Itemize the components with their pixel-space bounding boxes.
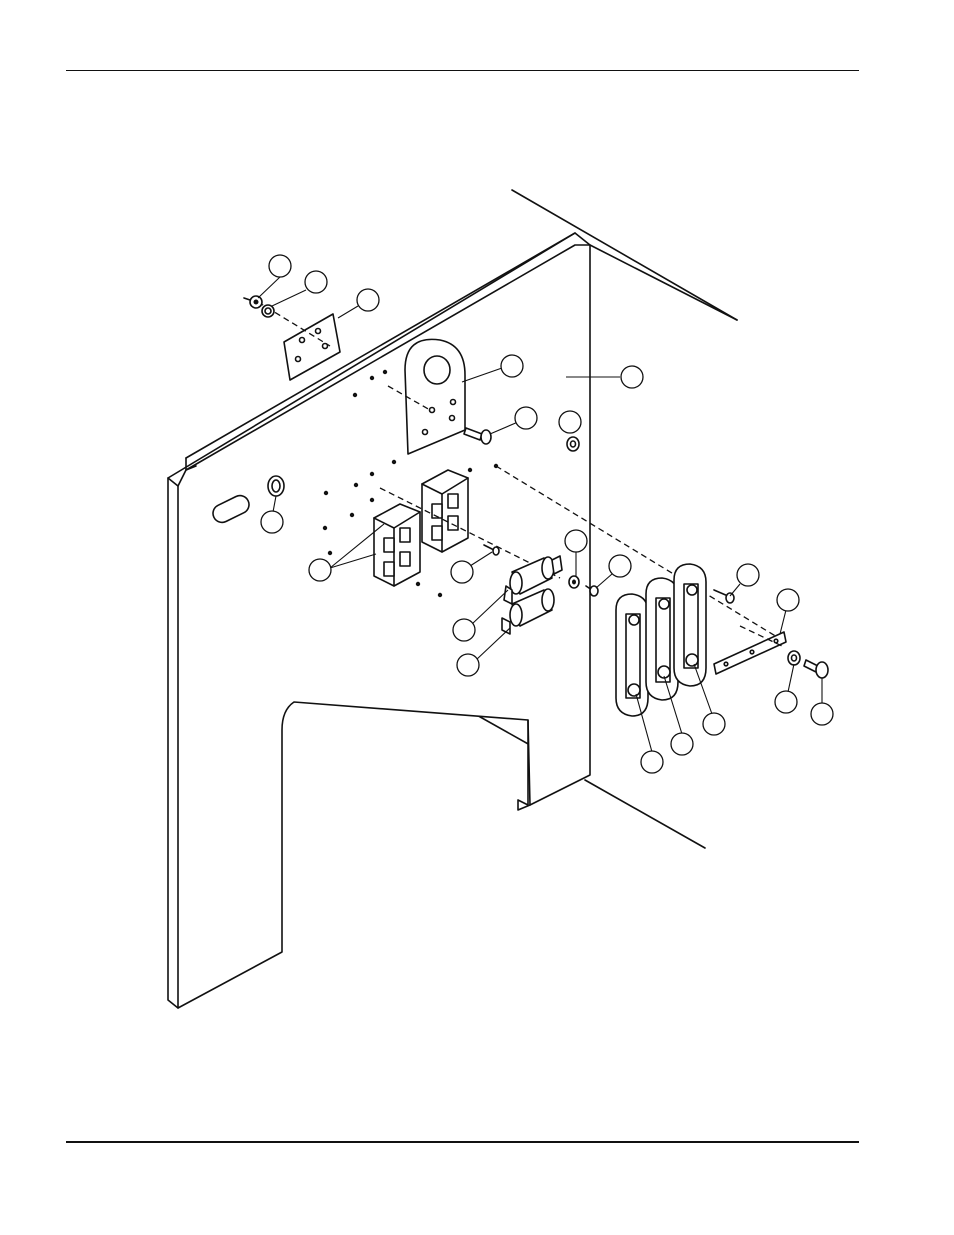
- assembly-line-rail: [495, 465, 783, 641]
- callouts: [257, 254, 834, 774]
- fuse-lower: [501, 588, 555, 635]
- frame-edge-upper-inner: [589, 244, 738, 321]
- callout-terminal-bar: [356, 288, 380, 312]
- stud: [243, 297, 251, 301]
- bus-bar: [713, 631, 787, 675]
- callout-bus-bar-bolt: [810, 702, 834, 726]
- frame-edge-lower: [584, 779, 706, 849]
- header-rule: [66, 70, 859, 71]
- holder-screw: [713, 589, 735, 604]
- callout-grommet: [260, 510, 284, 534]
- callout-fuse-lower: [456, 653, 480, 677]
- bus-bar-washer: [787, 650, 801, 666]
- callout-lock-washer: [304, 270, 328, 294]
- washer-right: [566, 436, 580, 452]
- callout-fuse-holder-right: [702, 712, 726, 736]
- callout-fuse-holder-middle: [670, 732, 694, 756]
- lock-washer: [261, 304, 275, 318]
- nut: [249, 295, 263, 309]
- fuse-holder-right: [673, 563, 707, 687]
- bus-bar-bolt: [803, 659, 829, 679]
- callout-fuse-holder-left: [640, 750, 664, 774]
- terminal-bar-small: [283, 313, 341, 381]
- block-screw: [483, 544, 500, 556]
- footer-rule: [66, 1141, 859, 1143]
- bracket-screw: [463, 427, 492, 445]
- callout-block-screw: [450, 560, 474, 584]
- callout-bracket-screw: [514, 406, 538, 430]
- callout-holder-screw: [736, 563, 760, 587]
- callout-small-screw: [608, 554, 632, 578]
- callout-bracket: [500, 354, 524, 378]
- fuse-upper: [503, 555, 563, 605]
- callout-washer-right: [558, 410, 582, 434]
- terminal-block-upper: [421, 469, 469, 553]
- frame-edge-upper: [511, 189, 738, 321]
- callout-panel: [620, 365, 644, 389]
- callout-small-washer: [564, 529, 588, 553]
- callout-fuse-upper: [452, 618, 476, 642]
- callout-terminal-blocks: [308, 558, 332, 582]
- callout-bus-bar-washer: [774, 690, 798, 714]
- terminal-block-lower: [373, 503, 421, 587]
- fuse-holder-middle: [645, 577, 679, 701]
- assembly-line-blocks: [379, 487, 561, 579]
- assembly-line-bracket: [387, 385, 431, 411]
- assembly-line-busbar: [739, 625, 783, 647]
- mounting-bracket: [404, 338, 466, 455]
- fuse-holder-left: [615, 593, 649, 717]
- small-screw: [585, 585, 599, 597]
- callout-bus-bar: [776, 588, 800, 612]
- callout-nut: [268, 254, 292, 278]
- mounting-panel: [167, 232, 591, 1009]
- small-washer: [568, 575, 580, 589]
